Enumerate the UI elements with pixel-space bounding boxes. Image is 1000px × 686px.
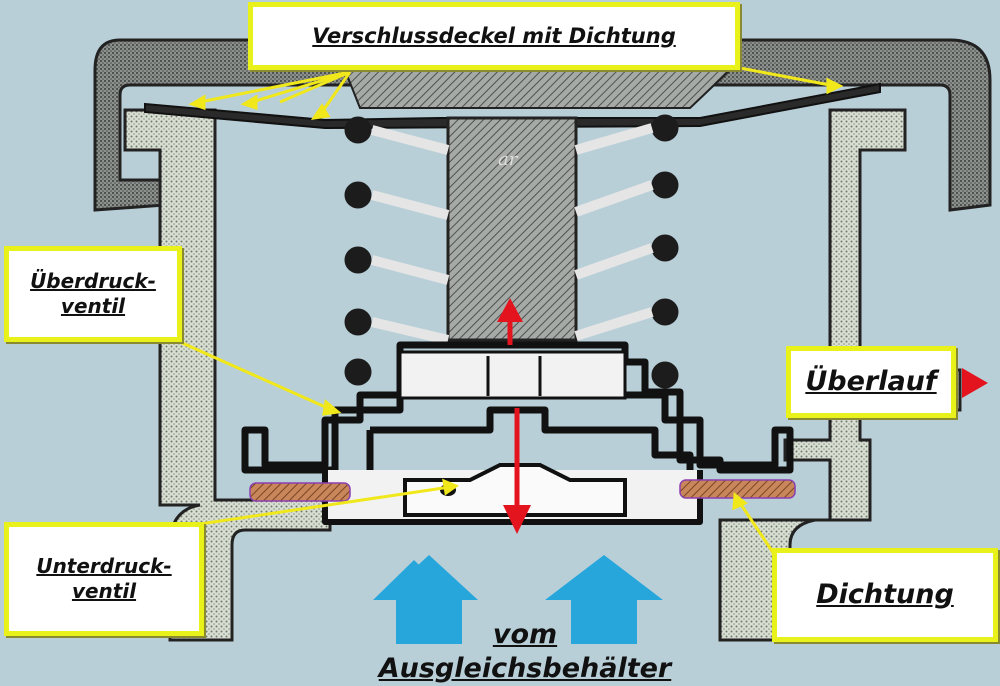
callout-cap-with-seal-text: Verschlussdeckel mit Dichtung	[312, 23, 676, 48]
center-boss-top	[343, 69, 733, 109]
leader-lines	[179, 66, 844, 561]
callout-overpressure-valve: Überdruck- ventil	[4, 246, 182, 342]
callout-cap-with-seal: Verschlussdeckel mit Dichtung	[248, 2, 740, 70]
callout-overflow-text: Überlauf	[805, 366, 937, 398]
spring-left	[344, 116, 450, 386]
valve-upper-block	[398, 350, 627, 400]
callout-seal: Dichtung	[772, 548, 998, 642]
callout-underpressure-valve: Unterdruck- ventil	[4, 522, 204, 636]
callout-overpressure-valve-text: Überdruck- ventil	[30, 269, 156, 318]
source-label: vom Ausgleichsbehälter	[350, 618, 700, 686]
callout-seal-text: Dichtung	[816, 579, 954, 611]
spring-right	[574, 114, 679, 389]
overflow-arrow	[962, 368, 988, 398]
overpressure-valve-body	[241, 341, 794, 474]
overpressure-flow-arrow	[497, 298, 523, 345]
filler-neck-left	[123, 108, 332, 642]
source-label-line2: Ausgleichsbehälter	[378, 653, 672, 684]
callout-underpressure-valve-text: Unterdruck- ventil	[36, 554, 172, 603]
seal-left	[249, 482, 351, 502]
svg-text:ar: ar	[498, 149, 519, 170]
underpressure-flow-arrow	[503, 408, 531, 534]
callout-overflow: Überlauf	[786, 346, 956, 418]
filler-neck-right	[718, 108, 907, 642]
source-label-line1: vom	[492, 619, 558, 650]
